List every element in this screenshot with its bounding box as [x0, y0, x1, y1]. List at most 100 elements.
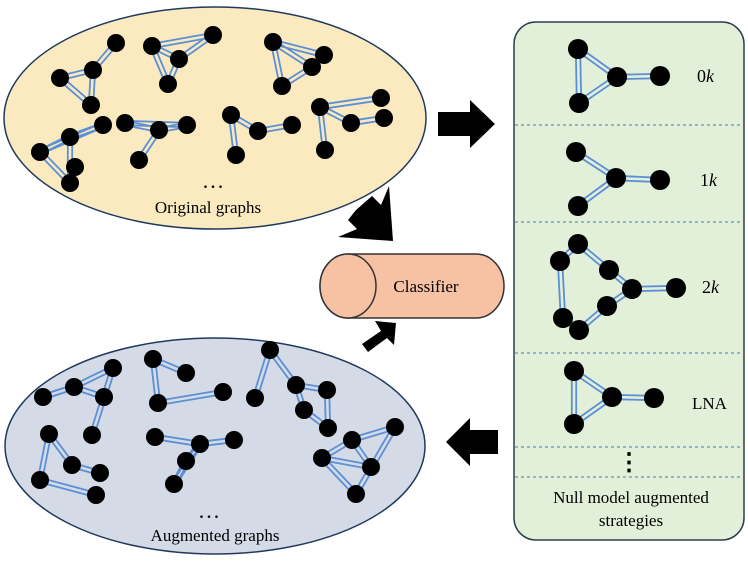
- graph-node: [303, 58, 321, 76]
- panel-caption-line1: Null model augmented: [553, 488, 709, 507]
- graph-node: [191, 435, 209, 453]
- graph-node: [566, 142, 586, 162]
- classifier-cylinder: Classifier: [319, 253, 505, 319]
- graph-node: [564, 361, 584, 381]
- arrow-left-icon: [446, 418, 498, 466]
- graph-node: [342, 114, 360, 132]
- graph-node: [159, 75, 177, 93]
- graph-node: [222, 106, 240, 124]
- graph-node: [165, 475, 183, 493]
- graph-node: [144, 350, 162, 368]
- graph-node: [66, 158, 84, 176]
- graph-node: [606, 168, 626, 188]
- graph-node: [178, 116, 196, 134]
- graph-node: [386, 418, 404, 436]
- arrows: [338, 100, 498, 466]
- graph-edge: [39, 477, 97, 498]
- graph-node: [550, 251, 570, 271]
- graph-node: [107, 34, 125, 52]
- graph-node: [644, 388, 664, 408]
- graph-node: [177, 452, 195, 470]
- arrow-right-icon: [438, 100, 495, 148]
- graph-node: [40, 425, 58, 443]
- graph-node: [375, 109, 393, 127]
- graph-node: [568, 39, 588, 59]
- graph-node: [83, 426, 101, 444]
- graph-node: [650, 170, 670, 190]
- strategy-graphs-group: [550, 39, 686, 434]
- graph-node: [130, 151, 148, 169]
- strategy-label-2k: 2k: [702, 277, 720, 297]
- graph-node: [597, 296, 617, 316]
- graph-node: [51, 69, 69, 87]
- graph-node: [84, 61, 102, 79]
- graph-node: [82, 96, 100, 114]
- panel-vertical-ellipsis: ⋮: [617, 450, 641, 476]
- augmented-ellipsis: ...: [199, 498, 222, 523]
- graph-node: [204, 26, 222, 44]
- graph-node: [311, 98, 329, 116]
- graph-node: [146, 428, 164, 446]
- augmented-graphs-group: [31, 341, 404, 504]
- graph-edge: [157, 388, 224, 407]
- graph-node: [246, 389, 264, 407]
- augmented-graphs-label: Augmented graphs: [151, 526, 280, 545]
- graph-node: [372, 89, 390, 107]
- graph-node: [95, 388, 113, 406]
- graph-node: [150, 121, 168, 139]
- graph-edge: [272, 38, 325, 59]
- graph-node: [87, 486, 105, 504]
- graph-node: [607, 67, 627, 87]
- graph-node: [347, 485, 365, 503]
- graph-node: [94, 116, 112, 134]
- graph-node: [666, 278, 686, 298]
- arrow-down-right-icon: [338, 186, 393, 241]
- graph-node: [31, 471, 49, 489]
- graph-node: [650, 66, 670, 86]
- arrow-up-right-icon: [362, 321, 396, 352]
- graph-node: [227, 146, 245, 164]
- graph-node: [61, 128, 79, 146]
- graph-node: [264, 33, 282, 51]
- graph-node: [170, 50, 188, 68]
- graph-node: [564, 414, 584, 434]
- graph-node: [568, 234, 588, 254]
- graph-node: [313, 449, 331, 467]
- classifier-label: Classifier: [393, 277, 458, 296]
- graph-node: [143, 37, 161, 55]
- graph-node: [343, 431, 361, 449]
- graph-node: [149, 394, 167, 412]
- strategy-label-lna: LNA: [692, 394, 728, 413]
- graph-node: [622, 279, 642, 299]
- original-ellipsis: ...: [203, 168, 226, 193]
- graph-node: [63, 456, 81, 474]
- graph-node: [116, 114, 134, 132]
- panel-caption-line2: strategies: [599, 511, 663, 530]
- graph-node: [315, 46, 333, 64]
- graph-node: [249, 122, 267, 140]
- panel-dividers: [515, 124, 743, 478]
- graph-node: [104, 359, 122, 377]
- graph-node: [319, 419, 337, 437]
- graph-node: [316, 141, 334, 159]
- graph-node: [602, 387, 622, 407]
- graph-node: [65, 378, 83, 396]
- graph-edge: [319, 94, 382, 111]
- graph-node: [61, 174, 79, 192]
- original-graphs-group: [31, 26, 393, 192]
- graph-node: [214, 383, 232, 401]
- graph-node: [177, 364, 195, 382]
- graph-node: [225, 431, 243, 449]
- graph-node: [91, 464, 109, 482]
- graph-node: [362, 458, 380, 476]
- graph-node: [34, 388, 52, 406]
- graph-node: [569, 320, 589, 340]
- original-graphs-label: Original graphs: [155, 198, 261, 217]
- graph-node: [553, 308, 573, 328]
- graph-node: [599, 260, 619, 280]
- graph-node: [31, 143, 49, 161]
- graph-node: [295, 401, 313, 419]
- graph-node: [318, 381, 336, 399]
- graph-node: [568, 196, 588, 216]
